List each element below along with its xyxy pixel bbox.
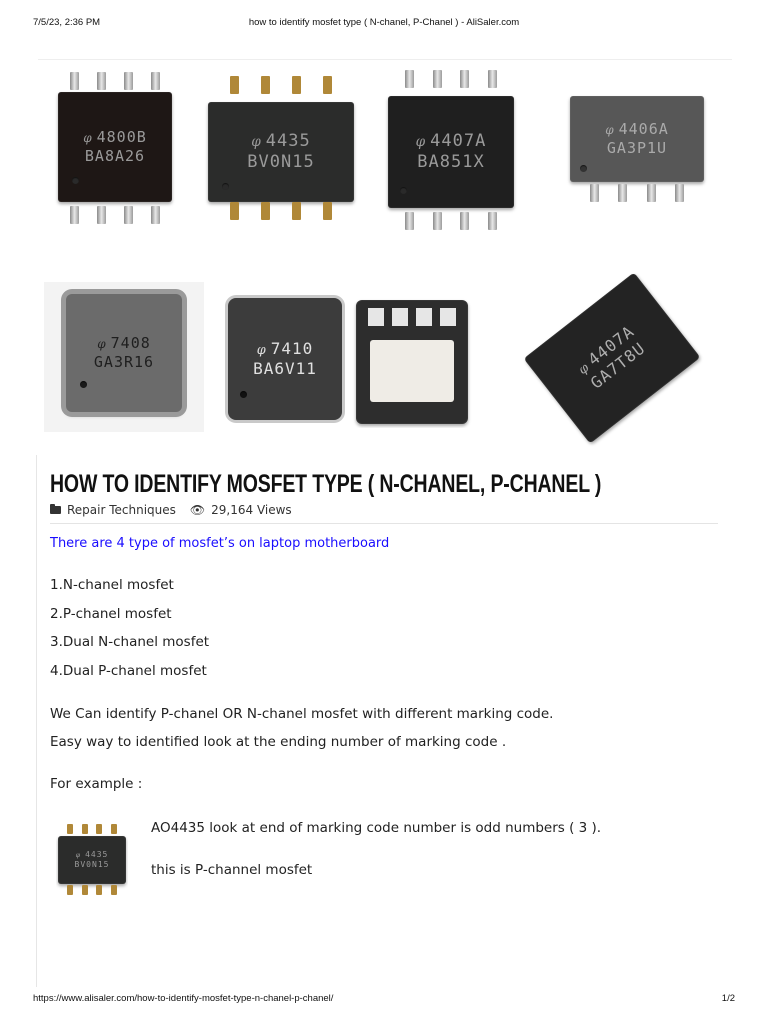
- view-count: 29,164 Views: [211, 503, 292, 517]
- chip-marking: GA3P1U: [606, 139, 668, 157]
- chip-marking: BA8A26: [84, 147, 146, 165]
- chip-marking: 7408: [110, 334, 151, 353]
- print-footer: https://www.alisaler.com/how-to-identify…: [0, 993, 768, 1007]
- header-divider: [38, 59, 732, 60]
- list-item: 1.N-chanel mosfet: [50, 577, 174, 593]
- hero-chip-6-underside: [352, 296, 472, 428]
- chip-marking: BV0N15: [74, 860, 110, 869]
- mosfet-type-list: 1.N-chanel mosfet 2.P-chanel mosfet 3.Du…: [50, 577, 209, 692]
- example-text: AO4435 look at end of marking code numbe…: [151, 820, 602, 836]
- lead-text: There are 4 type of mosfet’s on laptop m…: [50, 536, 390, 551]
- article-title: HOW TO IDENTIFY MOSFET TYPE ( N-CHANEL, …: [50, 470, 602, 498]
- meta-divider: [50, 523, 718, 524]
- chip-marking: BV0N15: [247, 152, 315, 172]
- print-date: 7/5/23, 2:36 PM: [33, 17, 101, 28]
- chip-marking: BA6V11: [253, 359, 317, 378]
- list-item: 4.Dual P-chanel mosfet: [50, 663, 207, 680]
- category-link[interactable]: Repair Techniques: [67, 503, 176, 517]
- list-item: 3.Dual N-chanel mosfet: [50, 634, 210, 651]
- chip-marking: BA851X: [417, 152, 485, 172]
- print-url: https://www.alisaler.com/how-to-identify…: [33, 993, 334, 1004]
- example-label: For example :: [50, 776, 143, 792]
- chip-marking: 4800B: [96, 128, 147, 147]
- post-meta: Repair Techniques 👁︎ 29,164 Views: [50, 503, 292, 517]
- hero-chip-7: φ4407A GA7T8U: [502, 268, 722, 450]
- list-item: 2.P-chanel mosfet: [50, 605, 172, 622]
- chip-marking: 7410: [270, 339, 314, 358]
- eye-icon: 👁︎: [189, 503, 206, 517]
- chip-marking: GA3R16: [93, 353, 155, 371]
- chip-marking: 4435: [265, 130, 311, 151]
- chip-marking: 4406A: [618, 120, 669, 139]
- paragraph: We Can identify P-chanel OR N-chanel mos…: [50, 706, 554, 722]
- page-number: 1/2: [721, 993, 735, 1004]
- content-left-rule: [36, 455, 37, 987]
- example-conclusion: this is P-channel mosfet: [151, 862, 313, 878]
- print-header: 7/5/23, 2:36 PM how to identify mosfet t…: [0, 17, 768, 31]
- print-page-title: how to identify mosfet type ( N-chanel, …: [248, 17, 520, 28]
- chip-marking: 4407A: [430, 130, 487, 151]
- folder-icon: [50, 504, 61, 514]
- paragraph: Easy way to identified look at the endin…: [50, 734, 507, 750]
- chip-marking: 4435: [85, 850, 109, 859]
